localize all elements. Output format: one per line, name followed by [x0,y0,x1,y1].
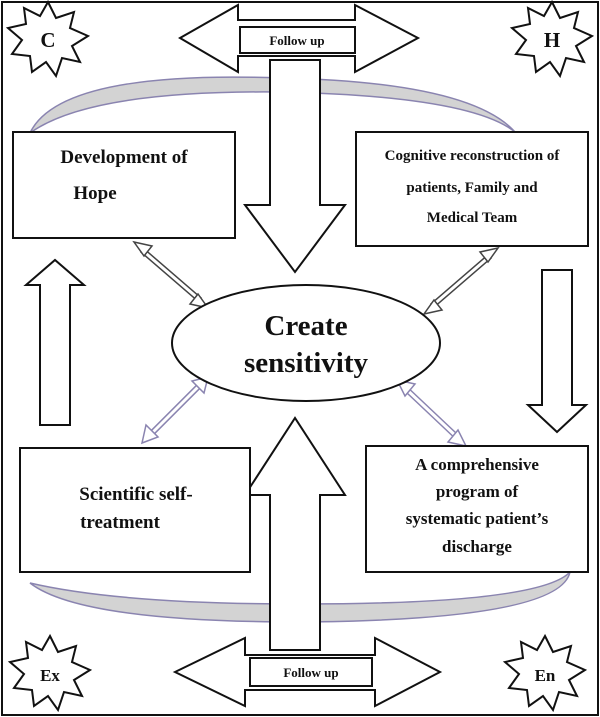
star-bottom-right: En [502,633,588,713]
box-development-of-hope [12,131,236,239]
star-bottom-left: Ex [7,633,93,713]
center-ellipse [171,284,441,402]
box-comprehensive-program-line1: A comprehensive [415,455,539,474]
bottom-up-arrow [243,416,347,651]
star-top-right: H [509,0,595,79]
star-top-left: C [5,0,91,79]
top-follow-up-label: Follow up [269,33,324,48]
box-cognitive-reconstruction-line2: patients, Family and [406,180,538,196]
star-top-right-label: H [544,28,560,52]
center-label-line1: Create [264,310,347,342]
star-top-left-label: C [40,28,55,52]
connector-top-right [422,246,500,316]
box-scientific-self-treatment [19,447,251,573]
bottom-follow-up-label: Follow up [283,665,338,680]
center-label-line2: sensitivity [244,347,369,379]
connector-top-left [132,240,210,310]
star-bottom-left-label: Ex [40,666,60,685]
box-comprehensive-program [365,445,589,573]
top-follow-up-box [239,26,356,54]
connector-bottom-left [140,375,210,445]
box-comprehensive-program-line2: program of [436,482,519,501]
bottom-follow-up-box [249,657,373,687]
star-bottom-right-label: En [535,666,556,685]
box-scientific-self-treatment-line2: treatment [80,512,161,533]
box-comprehensive-program-line3: systematic patient’s [406,509,549,528]
top-down-arrow [243,59,347,274]
box-cognitive-reconstruction-line3: Medical Team [427,210,518,226]
box-development-of-hope-line2: Hope [73,183,116,204]
box-cognitive-reconstruction [355,131,589,247]
right-down-arrow [525,269,589,434]
box-comprehensive-program-line4: discharge [442,537,512,556]
connector-bottom-right [395,378,468,448]
left-up-arrow [23,258,87,426]
box-scientific-self-treatment-line1: Scientific self- [79,484,192,505]
bottom-curved-arrow [29,569,572,623]
box-development-of-hope-line1: Development of [60,147,188,168]
box-cognitive-reconstruction-line1: Cognitive reconstruction of [385,148,561,164]
